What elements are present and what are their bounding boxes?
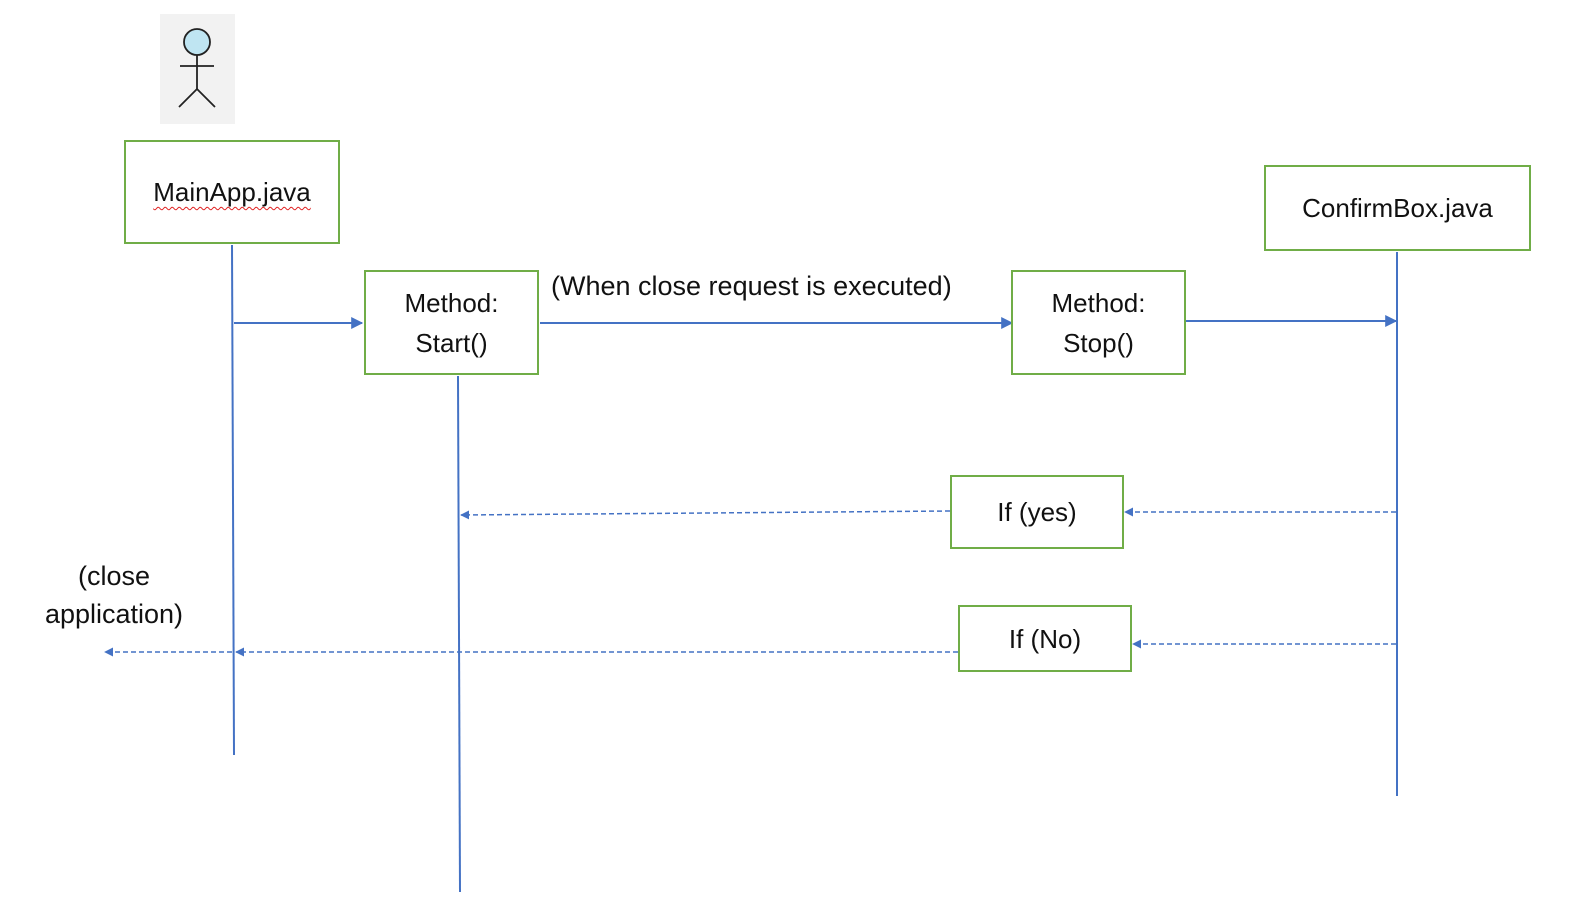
close-application-line1: (close (77, 561, 151, 591)
participant-confirmbox-label: ConfirmBox.java (1302, 193, 1493, 223)
method-start-line2: Start() (415, 327, 488, 358)
condition-if-yes-label: If (yes) (997, 497, 1077, 527)
participant-confirmbox: ConfirmBox.java (1264, 165, 1531, 251)
participant-mainapp: MainApp.java (124, 140, 340, 244)
method-start-line1: Method: (404, 287, 499, 318)
condition-if-no-label: If (No) (1008, 623, 1082, 654)
condition-if-no-box: If (No) (958, 605, 1132, 672)
lifeline-mainapp (231, 244, 235, 756)
method-stop-line1: Method: (1051, 287, 1146, 318)
method-stop-box: Method: Stop() (1011, 270, 1186, 375)
stick-figure-icon (178, 28, 216, 108)
arrow-if-yes-to-start (460, 510, 951, 520)
participant-mainapp-label: MainApp.java (153, 177, 311, 207)
close-request-message: (When close request is executed) (551, 271, 952, 301)
method-start-box: Method: Start() (364, 270, 539, 375)
lifeline-start (457, 375, 461, 893)
close-application-line2: application) (44, 599, 184, 629)
method-stop-line2: Stop() (1063, 327, 1134, 358)
condition-if-yes-box: If (yes) (950, 475, 1124, 549)
